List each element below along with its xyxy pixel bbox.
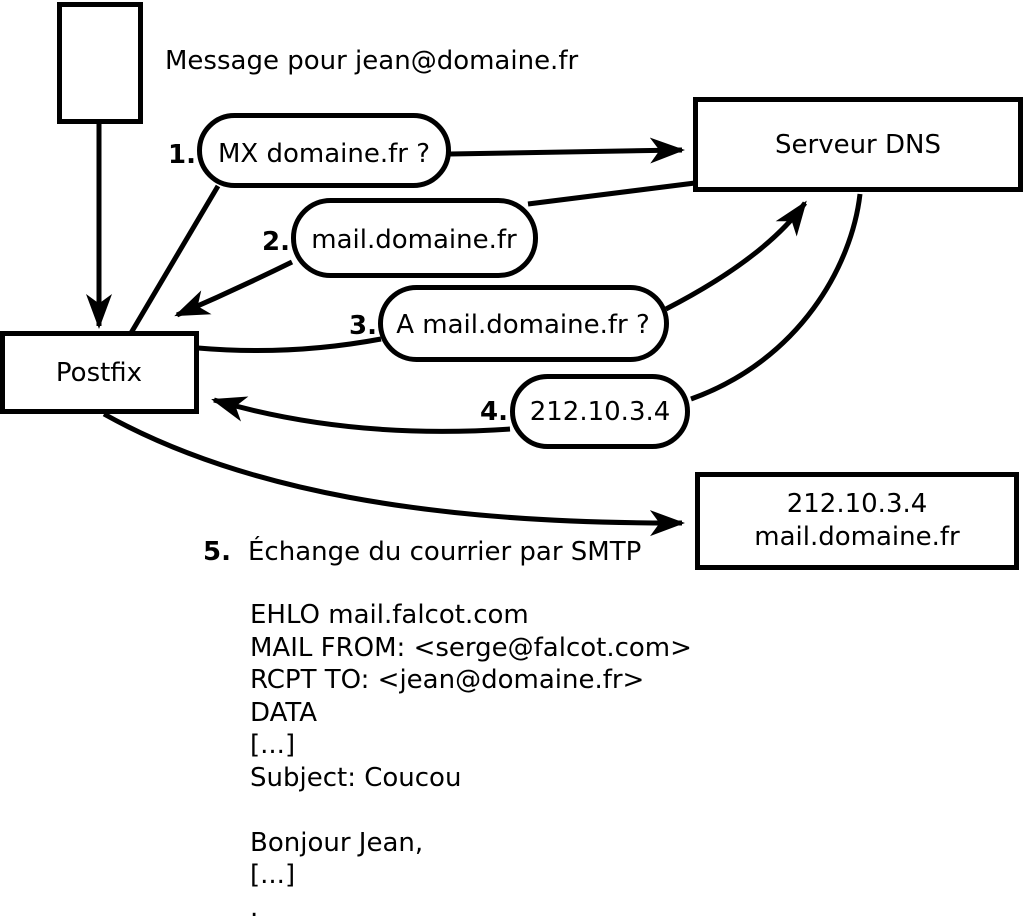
step2-bubble — [291, 198, 538, 278]
smtp-line: RCPT TO: <jean@domaine.fr> — [250, 665, 644, 695]
step4-bubble — [510, 374, 690, 449]
smtp-line: Subject: Coucou — [250, 763, 461, 793]
line-dns-to-answer2 — [527, 180, 696, 207]
message-note-label: Message pour jean@domaine.fr — [165, 46, 578, 76]
line-dns-to-answer4 — [690, 193, 863, 402]
mail-server-host-label: mail.domaine.fr — [754, 522, 960, 552]
message-envelope-shape — [57, 2, 143, 124]
step3-bubble — [378, 285, 669, 362]
arrow-answer4-to-postfix — [211, 396, 511, 434]
postfix-node — [0, 331, 199, 414]
arrow-postfix-to-mailserver — [102, 411, 685, 537]
step4-number: 4. — [480, 397, 508, 427]
arrow-answer2-to-postfix — [174, 259, 294, 318]
line-postfix-to-query3 — [197, 336, 382, 354]
postfix-label: Postfix — [56, 358, 142, 388]
smtp-line: [...] — [250, 860, 295, 890]
smtp-line: DATA — [250, 698, 317, 728]
step3-number: 3. — [349, 311, 377, 341]
line-postfix-to-query1 — [128, 184, 221, 335]
smtp-line: [...] — [250, 730, 295, 760]
step2-label: mail.domaine.fr — [311, 225, 517, 255]
smtp-line: . — [250, 893, 258, 919]
step5-label: Échange du courrier par SMTP — [248, 535, 641, 567]
step2-number: 2. — [262, 227, 290, 257]
mail-server-ip-label: 212.10.3.4 — [787, 489, 928, 519]
smtp-line: EHLO mail.falcot.com — [250, 600, 529, 630]
smtp-line: Bonjour Jean, — [250, 828, 423, 858]
arrow-query1-to-dns — [449, 137, 685, 164]
step1-bubble — [197, 113, 451, 188]
step3-label: A mail.domaine.fr ? — [396, 310, 650, 340]
step1-label: MX domaine.fr ? — [218, 139, 430, 169]
arrow-query3-to-dns — [664, 200, 808, 312]
dns-server-label: Serveur DNS — [775, 130, 941, 160]
mail-server-node — [695, 472, 1019, 570]
step4-label: 212.10.3.4 — [530, 397, 671, 427]
step5-number: 5. — [203, 537, 231, 567]
dns-server-node — [693, 97, 1023, 192]
smtp-line: MAIL FROM: <serge@falcot.com> — [250, 633, 692, 663]
step1-number: 1. — [168, 140, 196, 170]
